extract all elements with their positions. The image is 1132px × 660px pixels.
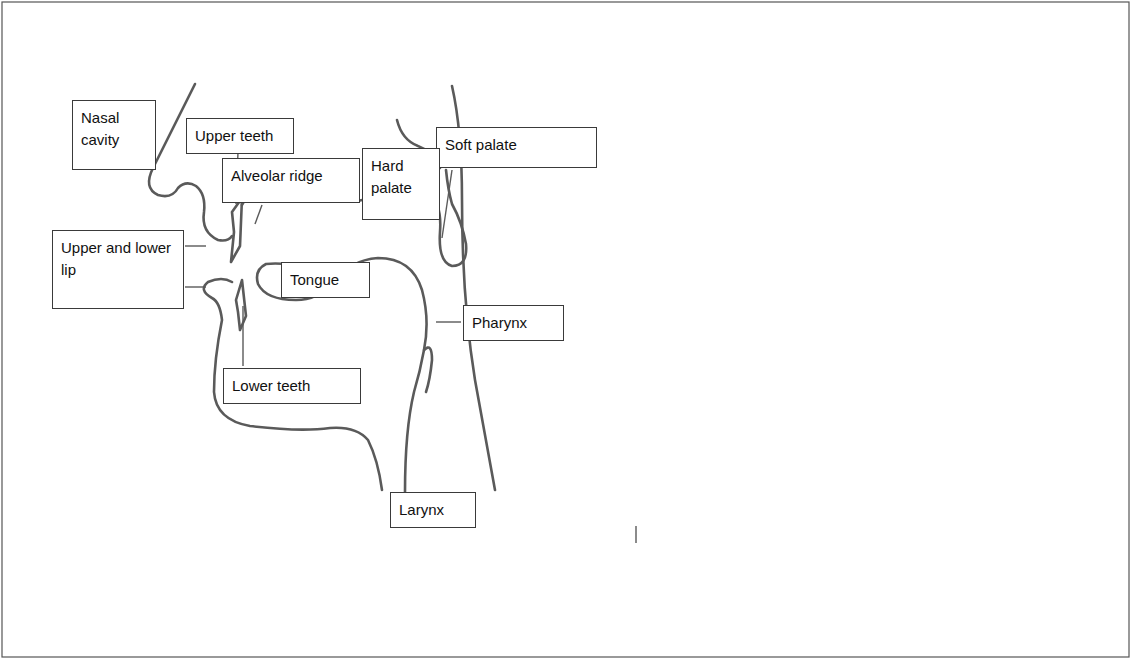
part-label: Soft palate	[445, 134, 588, 156]
jaw-outline	[204, 279, 382, 490]
part-label: Nasal cavity	[81, 107, 147, 151]
part-label: Hard palate	[371, 155, 431, 199]
epiglottis	[424, 348, 432, 392]
part-label: Pharynx	[472, 312, 555, 334]
part-label-box: Nasal cavity	[72, 100, 156, 170]
part-label: Lower teeth	[232, 375, 352, 397]
part-label: Upper teeth	[195, 125, 285, 147]
lower-teeth-shape	[236, 280, 246, 330]
part-label-box: Larynx	[390, 492, 476, 528]
leader-line	[185, 245, 206, 246]
part-label-box: Pharynx	[463, 305, 564, 341]
part-label-box: Alveolar ridge	[222, 158, 360, 203]
part-label: Tongue	[290, 269, 361, 291]
part-label-box: Lower teeth	[223, 368, 361, 404]
part-label: Alveolar ridge	[231, 165, 351, 187]
leader-line	[242, 306, 243, 366]
part-label: Upper and lower lip	[61, 237, 175, 281]
upper-teeth-shape	[231, 198, 242, 262]
leader-line	[185, 286, 206, 287]
part-label-box: Hard palate	[362, 148, 440, 220]
part-label-box: Upper teeth	[186, 118, 294, 154]
part-label: Larynx	[399, 499, 467, 521]
leader-line	[436, 321, 461, 322]
face-outline	[149, 84, 232, 241]
leader-line	[442, 170, 452, 238]
part-label-box: Upper and lower lip	[52, 230, 184, 309]
part-label-box: Soft palate	[436, 127, 597, 168]
leader-line	[255, 205, 262, 224]
cursor-mark	[635, 526, 636, 543]
part-label-box: Tongue	[281, 262, 370, 298]
